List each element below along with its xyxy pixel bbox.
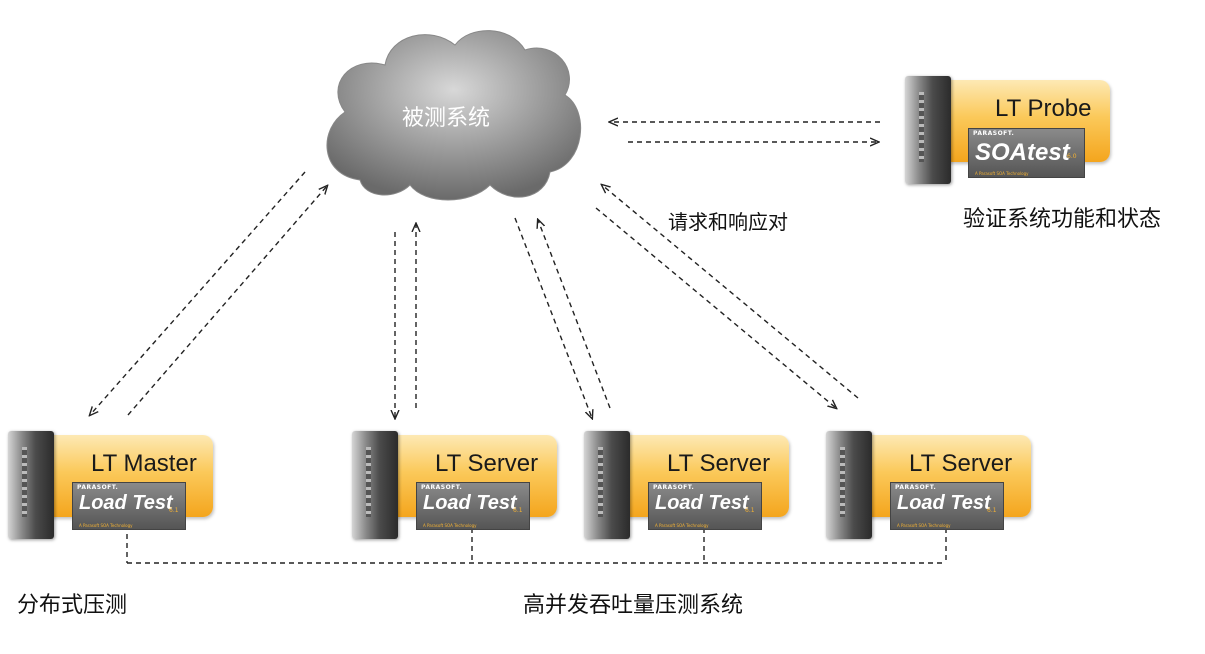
server2-request-arrow [514,217,592,418]
node-title: LT Server [435,450,539,477]
lt-server-node: LT Server PARASOFT. Load Test 6.1 A Para… [352,425,562,540]
probe-node: LT Probe PARASOFT. SOAtest 6.0 A Parasof… [905,70,1115,185]
arrow-label: 请求和响应对 [668,210,788,234]
master-request-arrow [90,171,306,415]
server-icon [8,431,54,539]
cloud-label: 被测系统 [402,106,491,131]
server-icon [584,431,630,539]
server2-response-arrow [538,220,611,409]
server-icon [352,431,398,539]
master-response-arrow [127,186,327,416]
soatest-logo: PARASOFT. SOAtest 6.0 A Parasoft SOA Tec… [968,128,1085,178]
loadtest-logo: PARASOFT. Load Test 6.1 A Parasoft SOA T… [416,482,530,530]
server-icon [905,76,951,184]
probe-caption: 验证系统功能和状态 [963,207,1162,232]
server-icon [826,431,872,539]
server3-request-arrow [595,207,836,408]
distributed-caption: 分布式压测 [17,593,128,618]
loadtest-logo: PARASOFT. Load Test 6.1 A Parasoft SOA T… [890,482,1004,530]
probe-title: LT Probe [995,95,1092,122]
node-title: LT Master [91,450,197,477]
server3-response-arrow [602,185,859,399]
cloud-shape [326,30,581,201]
cluster-connector [126,525,947,564]
node-title: LT Server [667,450,771,477]
node-title: LT Server [909,450,1013,477]
loadtest-logo: PARASOFT. Load Test 6.1 A Parasoft SOA T… [648,482,762,530]
lt-server-node: LT Server PARASOFT. Load Test 6.1 A Para… [584,425,794,540]
loadtest-logo: PARASOFT. Load Test 6.1 A Parasoft SOA T… [72,482,186,530]
system-caption: 高并发吞吐量压测系统 [523,593,744,618]
lt-server-node: LT Server PARASOFT. Load Test 6.1 A Para… [826,425,1036,540]
lt-master-node: LT Master PARASOFT. Load Test 6.1 A Para… [8,425,218,540]
